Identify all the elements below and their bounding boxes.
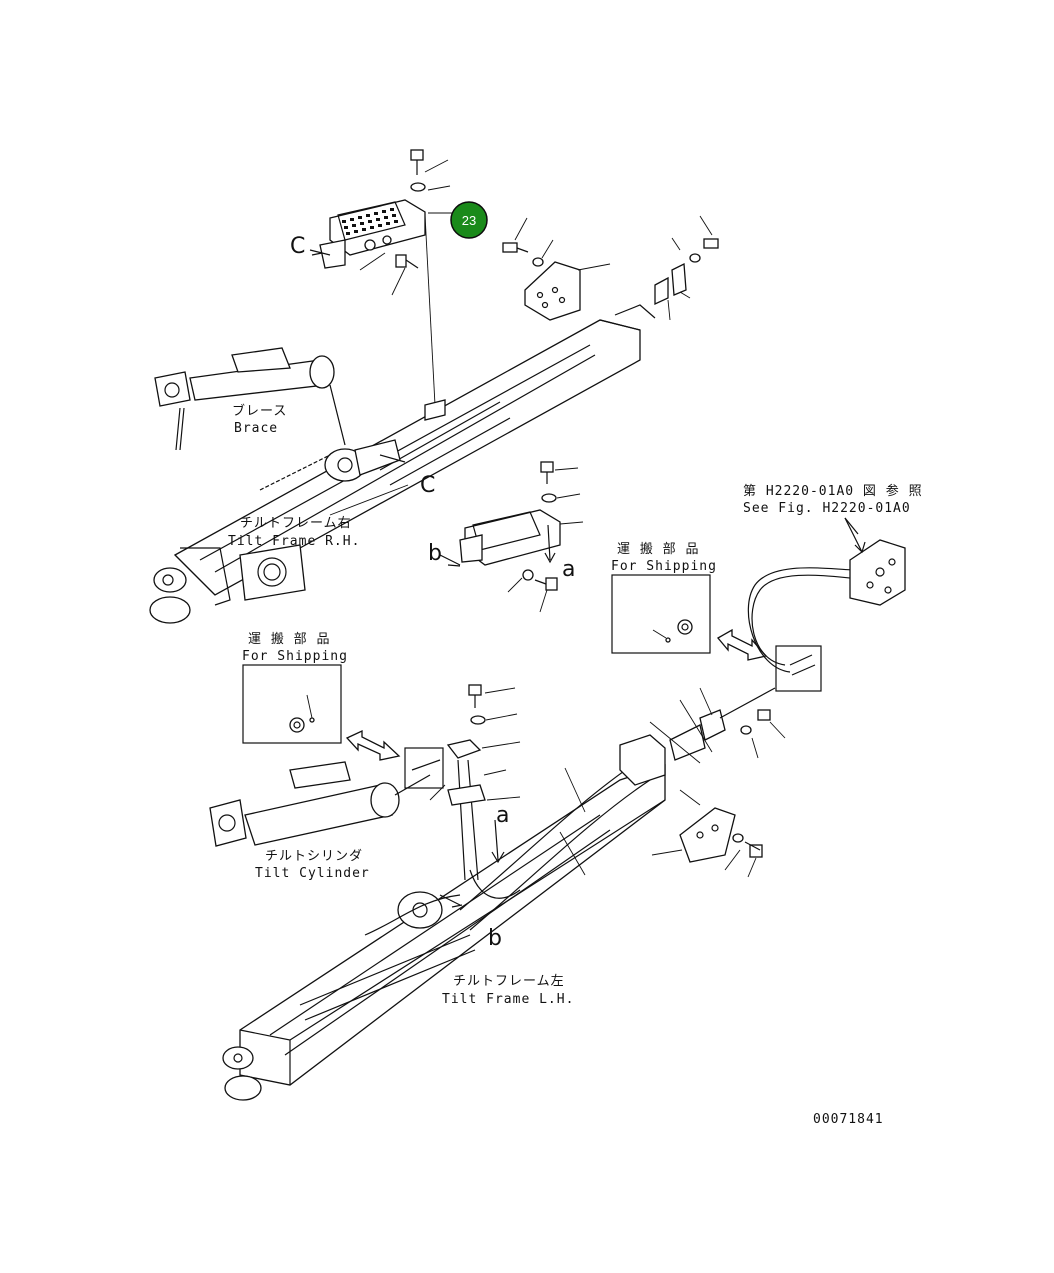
step-pad-upper-drawing bbox=[319, 149, 446, 421]
brace-drawing bbox=[154, 347, 346, 491]
leader-lines-lower bbox=[429, 687, 786, 878]
leader-lines-middle bbox=[507, 467, 584, 613]
tread-cell bbox=[370, 226, 374, 229]
hose-assembly-drawing bbox=[747, 517, 906, 692]
part-callout-23[interactable]: 23 bbox=[450, 201, 488, 239]
figure-number: 00071841 bbox=[813, 1112, 884, 1127]
clamp-parts-drawing bbox=[669, 687, 776, 863]
shipping-box-right bbox=[611, 574, 711, 654]
tread-cell bbox=[368, 220, 372, 223]
step-pad-middle-drawing bbox=[439, 461, 561, 591]
marker-c-lower: C bbox=[420, 473, 435, 498]
tread-cell bbox=[362, 228, 366, 231]
tilt-frame-lh-drawing bbox=[222, 734, 666, 1101]
tilt-frame-lh-label-jp: チルトフレーム左 bbox=[453, 974, 565, 989]
tread-cell bbox=[366, 214, 370, 217]
direction-arrow-c-lower bbox=[379, 454, 406, 463]
leader-lines-upper bbox=[329, 159, 713, 516]
tread-cell bbox=[384, 216, 388, 219]
tread-cell bbox=[360, 222, 364, 225]
marker-a-upper: a bbox=[562, 557, 575, 582]
shipping-label-right-en: For Shipping bbox=[611, 559, 717, 574]
see-fig-label-jp: 第 H2220-01A0 図 参 照 bbox=[743, 483, 923, 499]
marker-b-upper: b bbox=[428, 541, 442, 566]
double-arrow-left bbox=[345, 729, 401, 761]
tilt-cylinder-drawing bbox=[209, 747, 444, 847]
tilt-frame-lh-label-en: Tilt Frame L.H. bbox=[442, 992, 574, 1007]
lower-bracket-drawing bbox=[439, 684, 521, 908]
callout-number: 23 bbox=[462, 213, 476, 228]
tread-cell bbox=[374, 212, 378, 215]
tread-cell bbox=[376, 218, 380, 221]
shipping-label-left-en: For Shipping bbox=[242, 649, 348, 664]
tilt-cylinder-label-en: Tilt Cylinder bbox=[255, 866, 370, 881]
tilt-cylinder-label-jp: チルトシリンダ bbox=[265, 849, 363, 864]
direction-arrow-c-upper bbox=[309, 249, 331, 256]
tread-cell bbox=[358, 216, 362, 219]
marker-c-upper: C bbox=[290, 234, 305, 259]
double-arrow-right bbox=[717, 628, 768, 661]
tread-cell bbox=[342, 220, 346, 223]
see-fig-label-en: See Fig. H2220-01A0 bbox=[743, 501, 911, 516]
shipping-box-left bbox=[242, 664, 342, 744]
tread-cell bbox=[344, 226, 348, 229]
tread-cell bbox=[394, 220, 398, 223]
tread-cell bbox=[382, 210, 386, 213]
tilt-frame-rh-label-jp: チルトフレーム右 bbox=[240, 516, 352, 531]
tread-cell bbox=[346, 232, 350, 235]
tread-cell bbox=[390, 208, 394, 211]
tread-cell bbox=[386, 222, 390, 225]
marker-b-lower: b bbox=[488, 926, 502, 951]
brace-label-jp: ブレース bbox=[232, 403, 287, 419]
tilt-frame-rh-drawing bbox=[149, 304, 656, 624]
tread-cell bbox=[392, 214, 396, 217]
tilt-frame-rh-label-en: Tilt Frame R.H. bbox=[228, 534, 360, 549]
tread-cell bbox=[350, 218, 354, 221]
tread-cell bbox=[378, 224, 382, 227]
cover-plate-drawing bbox=[502, 238, 719, 321]
marker-a-lower: a bbox=[496, 803, 509, 828]
tread-cell bbox=[354, 230, 358, 233]
tread-cell bbox=[352, 224, 356, 227]
brace-label-en: Brace bbox=[234, 421, 278, 436]
shipping-label-left-jp: 運 搬 部 品 bbox=[248, 632, 330, 647]
shipping-label-right-jp: 運 搬 部 品 bbox=[617, 542, 699, 557]
